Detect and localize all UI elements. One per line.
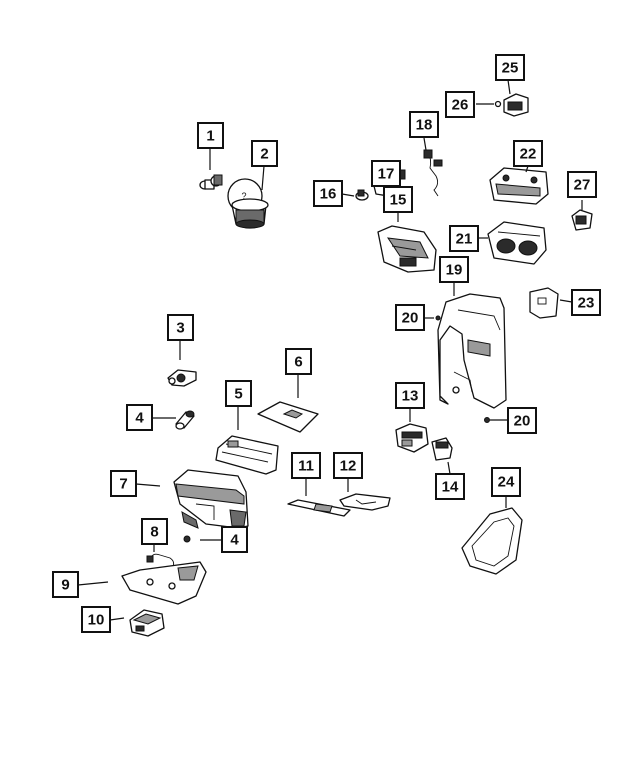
part-20-fastener-bottom [484,417,490,423]
part-19-trim-panel [437,293,507,409]
part-3-latch [167,369,197,387]
callout-3: 3 [167,314,194,341]
svg-text:8: 8 [150,524,158,541]
part-23-badge [529,287,559,319]
part-13-switch [395,423,429,453]
callout-5: 5 [225,380,252,407]
callout-20-top: 20 [395,304,425,331]
part-25-switch-module [503,93,529,117]
svg-text:15: 15 [390,192,407,209]
callout-20-bottom: 20 [507,407,537,434]
part-2-cup-holder: ? [227,178,269,229]
part-16-clip [355,189,369,201]
leader-10 [109,617,125,621]
part-6-pad [257,401,319,433]
callout-21: 21 [449,225,479,252]
part-15-bezel [377,225,437,273]
callout-9: 9 [52,571,79,598]
callout-14: 14 [435,473,465,500]
callout-8: 8 [141,518,168,545]
svg-text:?: ? [241,191,246,201]
leader-18 [423,137,427,151]
svg-text:2: 2 [260,146,268,163]
leader-16 [341,193,355,197]
callout-27: 27 [567,171,597,198]
part-21-rear-vent [487,221,547,265]
svg-text:20: 20 [402,310,419,327]
callout-22: 22 [513,140,543,167]
callout-11: 11 [291,452,321,479]
callout-17: 17 [371,160,401,187]
part-11-strip [287,499,351,517]
leader-23 [559,299,573,303]
svg-text:12: 12 [340,458,357,475]
part-4-bumper-top [175,410,195,430]
part-18-cable [423,149,443,197]
part-12-bracket-strip [339,493,391,511]
callout-18: 18 [409,111,439,138]
svg-text:5: 5 [234,386,242,403]
svg-text:13: 13 [402,388,419,405]
callout-10: 10 [81,606,111,633]
leader-25 [507,79,511,95]
svg-text:22: 22 [520,146,537,163]
part-14-switch [431,437,453,461]
svg-text:3: 3 [176,320,184,337]
svg-text:26: 26 [452,97,469,114]
leader-lines [77,79,583,621]
part-24-mat [461,507,523,575]
leader-14 [447,461,451,475]
callout-12: 12 [333,452,363,479]
callout-4-top: 4 [126,404,153,431]
callout-23: 23 [571,289,601,316]
svg-text:24: 24 [498,474,515,491]
part-22-control-panel [489,167,549,205]
callout-19: 19 [439,256,469,283]
svg-text:11: 11 [298,458,314,475]
part-4-bumper-bottom [183,535,191,543]
callout-6: 6 [285,348,312,375]
part-26-screw [494,100,502,108]
callout-16: 16 [313,180,343,207]
svg-text:27: 27 [574,177,591,194]
svg-text:7: 7 [119,476,127,493]
leader-2 [261,165,265,191]
svg-text:20: 20 [514,413,531,430]
callout-24: 24 [491,467,521,497]
callout-2: 2 [251,140,278,167]
callout-26: 26 [445,91,475,118]
callout-7: 7 [110,470,137,497]
callout-25: 25 [495,54,525,81]
part-5-bin-tray [215,435,279,475]
svg-text:4: 4 [230,532,239,549]
svg-text:4: 4 [135,410,144,427]
part-7-console-body [173,469,249,529]
callout-13: 13 [395,382,425,409]
svg-text:17: 17 [378,166,395,183]
svg-text:14: 14 [442,479,459,496]
svg-text:9: 9 [61,577,69,594]
callout-1: 1 [197,122,224,149]
part-10-module [129,609,165,637]
callout-15: 15 [383,186,413,213]
leader-7 [135,483,161,487]
svg-text:21: 21 [456,231,473,248]
svg-text:23: 23 [578,295,595,312]
leader-9 [77,581,109,586]
svg-text:25: 25 [502,60,519,77]
svg-text:19: 19 [446,262,463,279]
svg-text:6: 6 [294,354,302,371]
part-1-plug [199,174,223,190]
svg-text:16: 16 [320,186,337,203]
part-20-fastener-top [435,315,441,321]
svg-text:1: 1 [206,128,214,145]
svg-text:10: 10 [88,612,105,629]
part-27-switch [571,209,593,231]
callout-4-bottom: 4 [221,526,248,553]
part-9-bracket [121,561,207,605]
svg-text:18: 18 [416,117,433,134]
